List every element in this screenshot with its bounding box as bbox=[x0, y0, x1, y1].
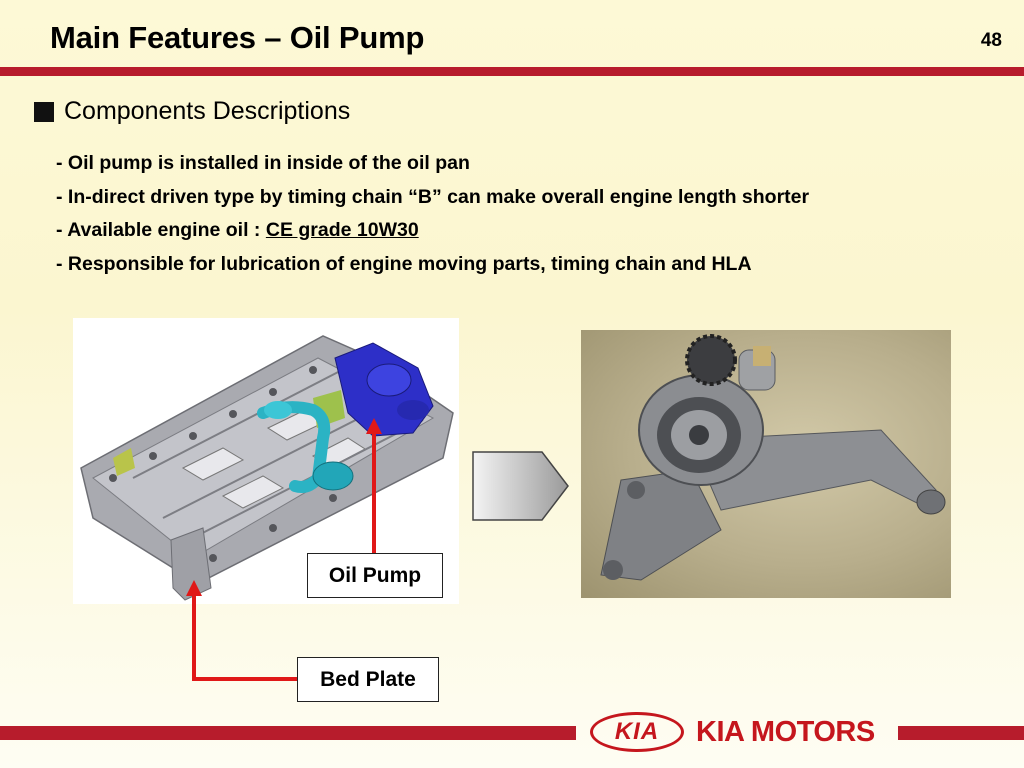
oil-pump-label: Oil Pump bbox=[307, 553, 443, 598]
title-divider bbox=[0, 67, 1024, 76]
kia-logo-text: KIA bbox=[614, 718, 660, 745]
cad-diagram-image bbox=[73, 318, 459, 604]
right-arrow-icon bbox=[472, 451, 569, 521]
kia-motors-brand: KIA MOTORS bbox=[696, 715, 875, 748]
page-number: 48 bbox=[980, 30, 1002, 51]
section-heading-text: Components Descriptions bbox=[64, 97, 351, 125]
oil-pump-photo bbox=[581, 330, 951, 598]
kia-oval-logo-icon: KIA bbox=[590, 712, 684, 752]
bullet-item: - In-direct driven type by timing chain … bbox=[56, 185, 810, 208]
section-heading: Components Descriptions bbox=[34, 97, 350, 126]
footer-bar-left bbox=[0, 726, 576, 740]
bed-plate-label: Bed Plate bbox=[297, 657, 439, 702]
footer-bar-right bbox=[898, 726, 1024, 740]
square-bullet-icon bbox=[34, 101, 54, 122]
bullet-prefix: - Available engine oil : bbox=[56, 219, 266, 241]
kia-logo: KIA KIA MOTORS bbox=[590, 712, 875, 752]
bullet-item: - Available engine oil : CE grade 10W30 bbox=[56, 214, 890, 248]
bullet-list: - Oil pump is installed in inside of the… bbox=[56, 147, 890, 281]
slide-title: Main Features – Oil Pump bbox=[50, 20, 425, 55]
bullet-item: - Oil pump is installed in inside of the… bbox=[56, 152, 470, 174]
bullet-item: - Responsible for lubrication of engine … bbox=[56, 252, 752, 275]
oil-grade: CE grade 10W30 bbox=[265, 219, 419, 241]
